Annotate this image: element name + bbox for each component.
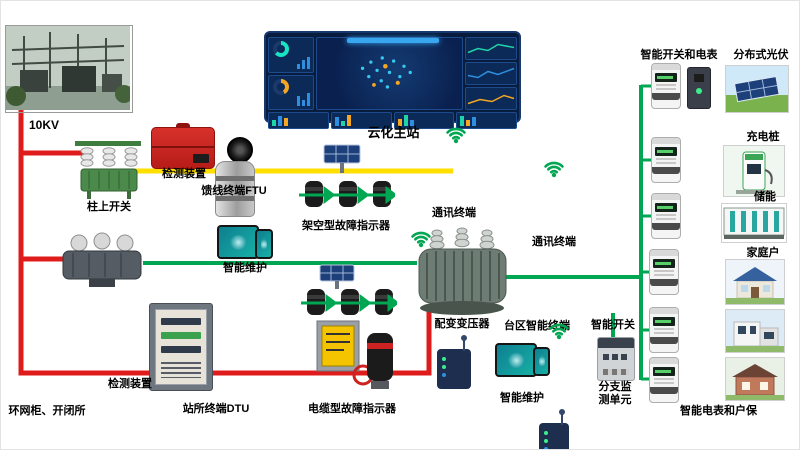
switch-and-meter-label: 智能开关和电表 bbox=[640, 49, 718, 61]
smart-meter bbox=[651, 137, 681, 183]
smart-switch-label: 智能开关 bbox=[591, 319, 635, 331]
cloud-master-label: 云化主站 bbox=[367, 125, 420, 140]
charging-pile-label: 充电桩 bbox=[746, 131, 780, 143]
ring-cabinet-label: 环网柜、开闭所 bbox=[8, 405, 86, 417]
cable-indicator-label: 电缆型故障指示器 bbox=[308, 403, 396, 415]
smart-meter bbox=[649, 249, 679, 295]
detection-bottom-label: 检测装置 bbox=[108, 378, 152, 390]
household-image-1 bbox=[725, 259, 785, 305]
detection-device-top bbox=[151, 123, 215, 169]
terminal-cabinet bbox=[149, 303, 213, 391]
station-smart-terminal-label: 台区智能终端 bbox=[504, 320, 570, 332]
dashboard-map bbox=[316, 37, 463, 110]
substation-photo bbox=[5, 25, 133, 113]
cable-coil bbox=[227, 137, 253, 163]
lv-line-solar-panel bbox=[317, 263, 357, 289]
overhead-indicator-solar-panel bbox=[321, 143, 363, 173]
comm-terminal-1 bbox=[437, 335, 471, 389]
pole-switch bbox=[73, 131, 145, 199]
antenna-icon bbox=[461, 335, 467, 351]
smart-switch-device bbox=[687, 67, 711, 109]
ftu-label: 馈线终端FTU bbox=[201, 185, 267, 197]
dashboard-bottom-widgets bbox=[268, 112, 517, 129]
smart-maintenance-top-label: 智能维护 bbox=[223, 262, 267, 274]
smart-meter bbox=[649, 357, 679, 403]
smart-maintenance-phone-2 bbox=[533, 347, 550, 376]
distributed-pv-label: 分布式光伏 bbox=[733, 49, 789, 61]
energy-storage-image bbox=[721, 203, 787, 243]
wifi-icon bbox=[544, 161, 564, 178]
transformer-label: 配变变压器 bbox=[434, 318, 490, 330]
cable-fault-indicator bbox=[305, 319, 399, 399]
smart-meter bbox=[651, 63, 681, 109]
led-lights bbox=[544, 431, 548, 435]
comm-terminal-1-label: 通讯终端 bbox=[432, 207, 476, 219]
overhead-fault-indicators bbox=[299, 175, 398, 219]
energy-storage-label: 储能 bbox=[754, 191, 776, 203]
voltage-label: 10KV bbox=[29, 118, 60, 132]
led-lights bbox=[442, 357, 446, 361]
branch-monitor-label: 分支监测单元 bbox=[598, 381, 632, 406]
smart-meter bbox=[651, 193, 681, 239]
smart-maintenance-tablet bbox=[217, 225, 259, 259]
device-screen bbox=[193, 154, 209, 163]
smart-maintenance-bottom-label: 智能维护 bbox=[500, 392, 544, 404]
distribution-transformer bbox=[415, 223, 510, 317]
lv-fault-indicators bbox=[301, 285, 400, 321]
household-image-2 bbox=[725, 309, 785, 353]
ftu-terminal bbox=[215, 161, 255, 217]
dashboard-right-widgets bbox=[465, 37, 517, 110]
branch-monitor-unit bbox=[597, 337, 635, 381]
household-image-3 bbox=[725, 357, 785, 401]
dtu-label: 站所终端DTU bbox=[182, 403, 250, 415]
comm-terminal-2 bbox=[539, 409, 569, 449]
smart-meter bbox=[649, 307, 679, 353]
pole-switch-label: 柱上开关 bbox=[87, 201, 131, 213]
meter-and-protect-label: 智能电表和户保 bbox=[680, 405, 757, 417]
smart-maintenance-phone bbox=[255, 229, 273, 259]
overhead-indicator-label: 架空型故障指示器 bbox=[302, 220, 390, 232]
household-label: 家庭户 bbox=[746, 247, 780, 259]
antenna-icon bbox=[559, 409, 565, 425]
distributed-pv-image bbox=[725, 65, 789, 113]
comm-terminal-2-label: 通讯终端 bbox=[532, 236, 576, 248]
dashboard-left-widgets bbox=[268, 37, 314, 110]
detection-top-label: 检测装置 bbox=[162, 168, 206, 180]
pole-switch-horizontal bbox=[59, 229, 145, 291]
substation-photo-art bbox=[6, 26, 133, 110]
donut-chart-icon bbox=[273, 41, 289, 57]
smart-maintenance-tablet-2 bbox=[495, 343, 537, 377]
cloud-master-dashboard bbox=[264, 31, 521, 129]
donut-chart-icon bbox=[273, 78, 289, 95]
charging-pile-image bbox=[723, 145, 785, 197]
dashboard-title-glow bbox=[346, 38, 439, 43]
